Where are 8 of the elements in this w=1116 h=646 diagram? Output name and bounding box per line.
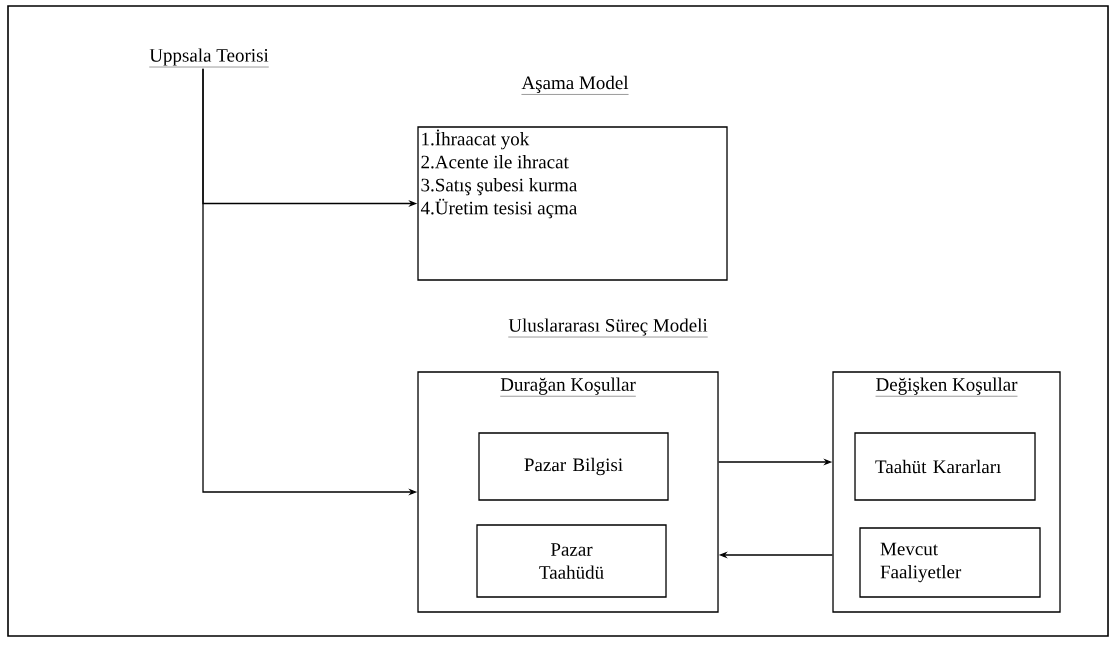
list-box: Aşama Model 1.İhraacat yok 2.Acente ile ihracat 3.Satış şubesi kurma 4.Üretim tesisi açma — [417, 75, 728, 281]
process-box: Pazar Bilgisi — [478, 432, 669, 501]
title-text: Uppsala Teorisi — [149, 48, 269, 68]
process-box: Mevcut Faaliyetler — [859, 527, 1041, 598]
node-label: Aşama Model — [521, 75, 629, 94]
process-box: Taahüt Kararları — [854, 432, 1036, 501]
process-box: Pazar Taahüdü — [476, 524, 667, 598]
section-heading: Uluslararası Süreç Modeli — [508, 318, 708, 338]
